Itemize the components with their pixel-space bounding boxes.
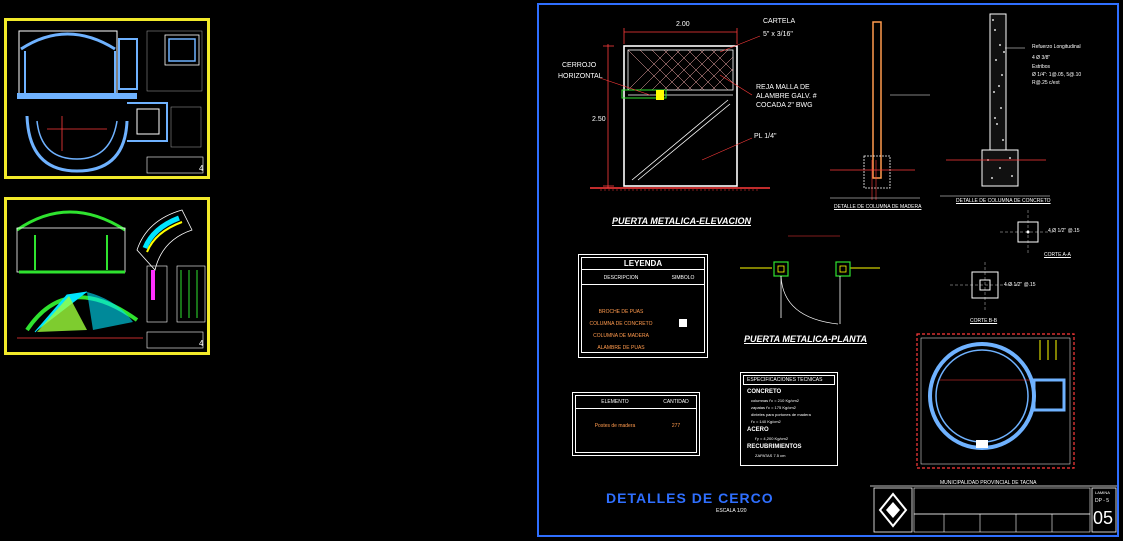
varilla-label-2: 4 Ø 1/2" @.15 — [1004, 282, 1036, 288]
svg-text:4: 4 — [199, 164, 204, 173]
gate-elevation — [590, 28, 770, 191]
label-pl: PL 1/4" — [754, 133, 777, 140]
svg-text:4: 4 — [199, 339, 204, 348]
espec-line-0: columnas f'c = 210 Kg/cm2 — [751, 398, 800, 403]
thumbnail-1-drawing: 4 — [17, 30, 204, 174]
wood-detail-caption: DETALLE DE COLUMNA DE MADERA — [834, 204, 922, 210]
symbol-concreto-icon — [679, 319, 687, 327]
planta-title: PUERTA METALICA-PLANTA — [744, 334, 867, 344]
elemento-header-row — [575, 395, 697, 409]
lamina-code: DP - 5 — [1095, 498, 1110, 504]
leyenda-title: LEYENDA — [623, 259, 663, 268]
espec-acero: ACERO — [747, 427, 769, 433]
leyenda-header-row — [581, 269, 705, 285]
elemento-header-cantidad: CANTIDAD — [663, 399, 689, 405]
estribos-line-2: R@.25 c/ext — [1032, 80, 1060, 86]
leyenda-row-broche: BROCHE DE PUAS — [598, 309, 644, 315]
leyenda-inner — [581, 257, 705, 353]
corte-aa-caption: CORTE A-A — [1044, 252, 1071, 258]
dim-height: 2.50 — [592, 116, 606, 123]
dim-width: 2.00 — [676, 21, 690, 28]
thumbnail-sheet-1[interactable]: 4 — [4, 18, 210, 179]
leyenda-header-desc: DESCRIPCION — [603, 275, 639, 281]
estribos-label: Estribos — [1032, 64, 1051, 70]
espec-line-3: f'c = 140 Kg/cm2 — [751, 419, 781, 424]
sheet-number: 05 — [1093, 508, 1114, 528]
acero-label: 4 Ø 3/8" — [1032, 55, 1051, 61]
leyenda-header-symbol: SIMBOLO — [671, 275, 695, 281]
estribos-line-1: Ø 1/4": 1@.05, 5@.10 — [1032, 72, 1082, 78]
elemento-table: ELEMENTO CANTIDAD Postes de madera 277 — [572, 392, 700, 456]
label-cerrojo: CERROJO — [562, 62, 597, 69]
espec-line-2: dinteles para portones de madera — [751, 412, 811, 417]
label-reja-1: REJA MALLA DE — [756, 84, 810, 91]
label-horizontal: HORIZONTAL — [558, 73, 603, 80]
leyenda-row-concreto: COLUMNA DE CONCRETO — [589, 321, 653, 327]
espec-acero-line: f'y = 4,200 Kg/cm2 — [755, 436, 789, 441]
label-cartela-size: 5" x 3/16" — [763, 31, 793, 38]
espec-recubrimientos: RECUBRIMIENTOS — [747, 444, 802, 450]
lamina-label: LAMINA — [1095, 490, 1110, 495]
especificaciones-title: ESPECIFICACIONES TECNICAS — [747, 377, 823, 383]
elemento-row-name: Postes de madera — [594, 423, 636, 429]
municipalidad-label: MUNICIPALIDAD PROVINCIAL DE TACNA — [940, 480, 1037, 486]
thumbnail-sheet-2[interactable]: 4 — [4, 197, 210, 355]
concrete-column-detail — [940, 13, 1050, 197]
label-reja-3: COCADA 2" BWG — [756, 102, 813, 109]
label-reja-2: ALAMBRE GALV. # — [756, 93, 817, 100]
especificaciones-box: ESPECIFICACIONES TECNICAS CONCRETO colum… — [740, 372, 838, 466]
leyenda-row-alambre: ALAMBRE DE PUAS — [597, 345, 645, 351]
elevacion-title: PUERTA METALICA-ELEVACION — [612, 216, 751, 226]
espec-recub-line: ZAPATAS 7.5 cm — [755, 453, 786, 458]
especificaciones-header — [743, 375, 835, 385]
leyenda-row-madera: COLUMNA DE MADERA — [593, 333, 649, 339]
corte-bb-caption: CORTE B-B — [970, 318, 998, 324]
title-block — [870, 485, 1117, 533]
gate-plan — [740, 235, 880, 325]
main-title: DETALLES DE CERCO — [606, 490, 774, 506]
main-scale: ESCALA 1/20 — [716, 508, 747, 514]
refuerzo-label: Refuerzo Longitudinal — [1032, 44, 1081, 50]
espec-line-1: zapatas f'c = 175 Kg/cm2 — [751, 405, 796, 410]
leyenda-table: LEYENDA DESCRIPCION SIMBOLO BROCHE DE PU… — [578, 254, 708, 358]
cortes-sections — [950, 210, 1056, 310]
thumbnail-2-drawing: 4 — [16, 209, 206, 349]
elemento-row-qty: 277 — [671, 423, 681, 429]
label-cartela: CARTELA — [763, 18, 796, 25]
varilla-label-1: 4 Ø 1/2" @.15 — [1048, 228, 1080, 234]
wood-column-detail — [830, 21, 930, 200]
site-plan — [916, 333, 1075, 469]
concrete-detail-caption: DETALLE DE COLUMNA DE CONCRETO — [956, 198, 1051, 204]
main-sheet[interactable] — [537, 3, 1119, 537]
elemento-header-elemento: ELEMENTO — [601, 399, 629, 405]
espec-concreto: CONCRETO — [747, 389, 782, 395]
